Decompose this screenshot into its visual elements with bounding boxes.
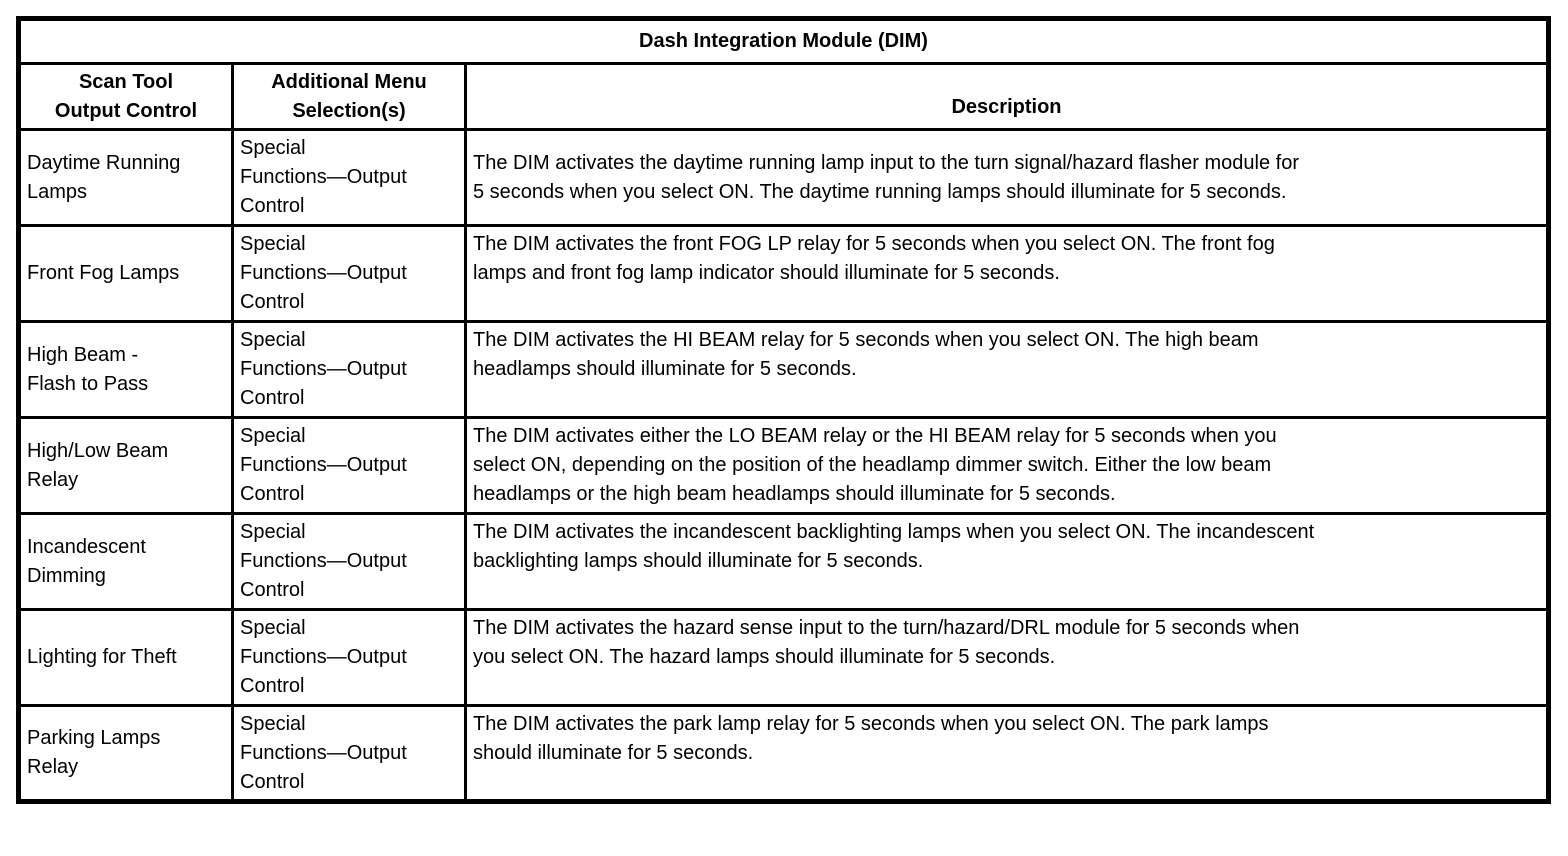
cell-description: The DIM activates the front FOG LP relay…	[464, 224, 1550, 323]
cell-menu: Special Functions—Output Control	[231, 608, 467, 707]
cell-control: High Beam - Flash to Pass	[17, 320, 234, 419]
table-title: Dash Integration Module (DIM)	[17, 17, 1550, 65]
cell-description: The DIM activates either the LO BEAM rel…	[464, 416, 1550, 515]
dim-output-control-table: Dash Integration Module (DIM) Scan Tool …	[16, 16, 1551, 804]
cell-description: The DIM activates the HI BEAM relay for …	[464, 320, 1550, 419]
cell-menu: Special Functions—Output Control	[231, 704, 467, 803]
cell-control: High/Low Beam Relay	[17, 416, 234, 515]
table-row-daytime-running-lamps: Daytime Running Lamps Special Functions—…	[17, 128, 1550, 227]
cell-menu: Special Functions—Output Control	[231, 320, 467, 419]
table-row-parking-lamps-relay: Parking Lamps Relay Special Functions—Ou…	[17, 704, 1550, 803]
cell-menu: Special Functions—Output Control	[231, 128, 467, 227]
header-scan-tool-output-control: Scan Tool Output Control	[17, 62, 234, 131]
table-row-lighting-for-theft: Lighting for Theft Special Functions—Out…	[17, 608, 1550, 707]
cell-description: The DIM activates the daytime running la…	[464, 128, 1550, 227]
header-description: Description	[464, 62, 1550, 131]
cell-control: Parking Lamps Relay	[17, 704, 234, 803]
cell-description: The DIM activates the incandescent backl…	[464, 512, 1550, 611]
table-row-front-fog-lamps: Front Fog Lamps Special Functions—Output…	[17, 224, 1550, 323]
table-title-row: Dash Integration Module (DIM)	[17, 17, 1550, 65]
table-header-row: Scan Tool Output Control Additional Menu…	[17, 62, 1550, 131]
cell-menu: Special Functions—Output Control	[231, 512, 467, 611]
cell-control: Incandescent Dimming	[17, 512, 234, 611]
cell-description: The DIM activates the hazard sense input…	[464, 608, 1550, 707]
table-row-incandescent-dimming: Incandescent Dimming Special Functions—O…	[17, 512, 1550, 611]
cell-control: Front Fog Lamps	[17, 224, 234, 323]
table-row-high-beam-flash-to-pass: High Beam - Flash to Pass Special Functi…	[17, 320, 1550, 419]
cell-description: The DIM activates the park lamp relay fo…	[464, 704, 1550, 803]
cell-control: Lighting for Theft	[17, 608, 234, 707]
header-additional-menu-selections: Additional Menu Selection(s)	[231, 62, 467, 131]
cell-menu: Special Functions—Output Control	[231, 416, 467, 515]
cell-menu: Special Functions—Output Control	[231, 224, 467, 323]
cell-control: Daytime Running Lamps	[17, 128, 234, 227]
table-row-high-low-beam-relay: High/Low Beam Relay Special Functions—Ou…	[17, 416, 1550, 515]
